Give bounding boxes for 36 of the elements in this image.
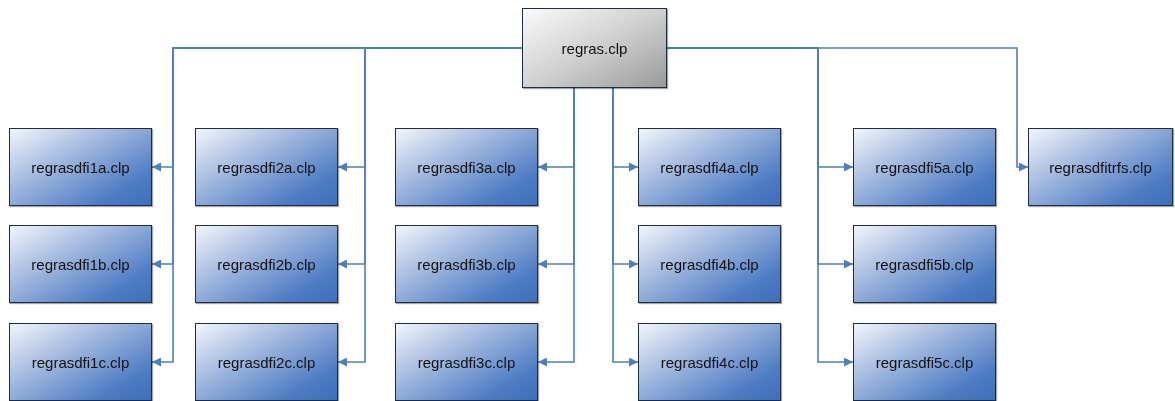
file-name: regrasdfi4c.clp <box>660 353 759 371</box>
file-box <box>1028 128 1173 206</box>
file-name: regrasdfi3c.clp <box>417 353 516 371</box>
file-box <box>395 323 538 401</box>
file-name: regrasdfi4b.clp <box>660 255 759 273</box>
file-name: regrasdfi1b.clp <box>31 255 130 273</box>
file-box <box>395 128 538 206</box>
file-name: regrasdfi1c.clp <box>31 353 130 371</box>
file-name: regrasdfi1a.clp <box>31 158 130 176</box>
file-name: regrasdfi2b.clp <box>217 255 316 273</box>
file-name: regrasdfi5b.clp <box>875 255 974 273</box>
file-name: regrasdfi4a.clp <box>660 158 759 176</box>
file-box <box>638 225 781 303</box>
file-box <box>9 225 152 303</box>
file-box <box>195 225 338 303</box>
file-name: regrasdfi3a.clp <box>417 158 516 176</box>
connector-arrow <box>612 87 639 367</box>
file-name: regrasdfi3b.clp <box>417 255 516 273</box>
file-name: regras.clp <box>561 39 628 57</box>
connector-arrow <box>537 87 575 367</box>
root-file-box <box>522 8 667 88</box>
file-box <box>195 323 338 401</box>
file-box <box>9 323 152 401</box>
file-box <box>638 323 781 401</box>
file-box <box>395 225 538 303</box>
file-box <box>853 323 996 401</box>
file-name: regrasdfi2a.clp <box>217 158 316 176</box>
file-name: regrasdfi5c.clp <box>875 353 974 371</box>
file-box <box>195 128 338 206</box>
file-box <box>638 128 781 206</box>
file-name: regrasdfi2c.clp <box>217 353 316 371</box>
file-box <box>9 128 152 206</box>
file-name: regrasdfitrfs.clp <box>1049 158 1152 176</box>
file-name: regrasdfi5a.clp <box>875 158 974 176</box>
file-box <box>853 128 996 206</box>
file-box <box>853 225 996 303</box>
